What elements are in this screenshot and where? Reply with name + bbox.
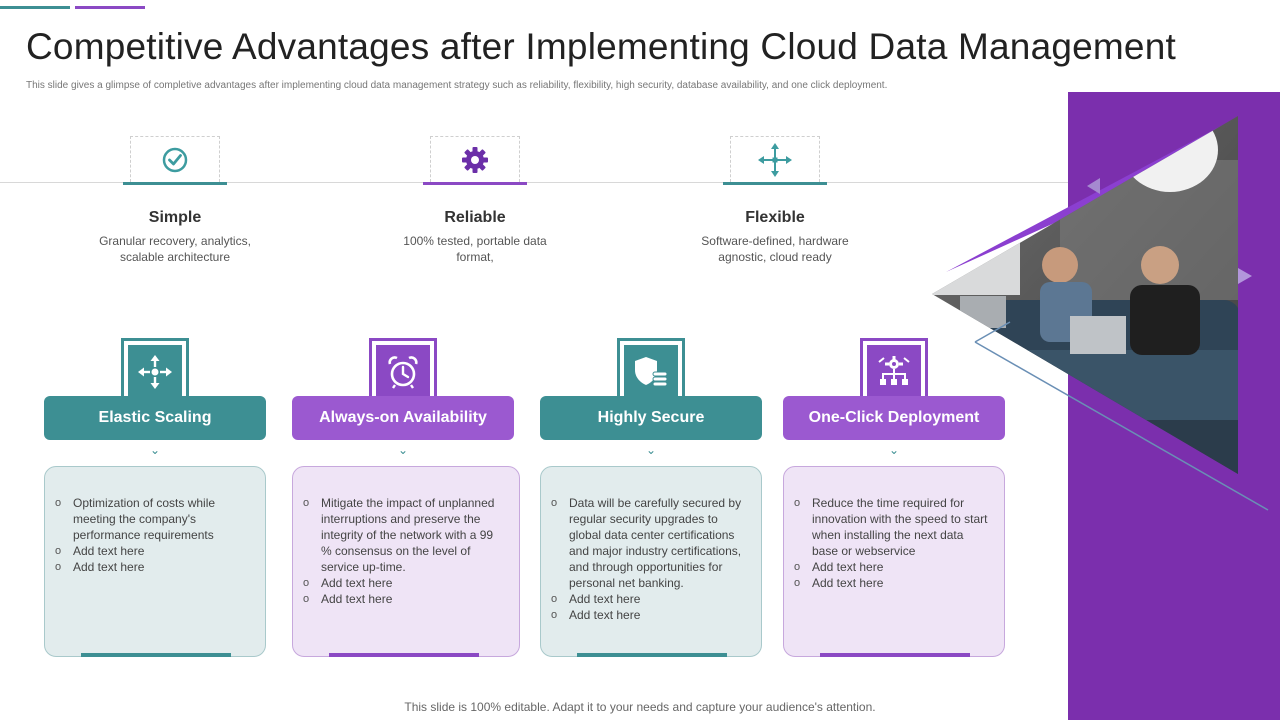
- accent-bar-purple: [75, 6, 145, 9]
- list-item: Data will be carefully secured by regula…: [551, 495, 747, 591]
- card-icon-frame: [617, 338, 685, 400]
- card-body: Mitigate the impact of unplanned interru…: [292, 466, 520, 657]
- card-title: Always-on Availability: [292, 396, 514, 440]
- network-gear-icon: [878, 356, 910, 385]
- shield-database-icon: [635, 357, 668, 387]
- feature-desc: Granular recovery, analytics, scalable a…: [99, 234, 251, 264]
- feature-icon-box: [130, 136, 220, 182]
- move-arrows-icon: [758, 142, 792, 177]
- chevron-down-icon: ⌄: [645, 443, 657, 457]
- card-always-on-availability: Always-on Availability ⌄ Mitigate the im…: [292, 338, 520, 657]
- card-bottom-bar: [820, 653, 970, 657]
- expand-arrows-icon: [138, 355, 172, 389]
- list-item: Add text here: [551, 591, 747, 607]
- list-item: Add text here: [794, 559, 990, 575]
- feature-name: Flexible: [745, 209, 805, 226]
- card-title: Highly Secure: [540, 396, 762, 440]
- chevron-down-icon: ⌄: [888, 443, 900, 457]
- feature-desc: 100% tested, portable data format,: [403, 234, 547, 264]
- feature-name: Simple: [148, 209, 202, 226]
- card-one-click-deployment: One-Click Deployment ⌄ Reduce the time r…: [783, 338, 1005, 657]
- section-divider: [0, 182, 1068, 183]
- feature-underline: [423, 182, 527, 185]
- gear-icon: [462, 146, 488, 173]
- accent-bar-teal: [0, 6, 70, 9]
- card-icon-frame: [121, 338, 189, 400]
- list-item: Reduce the time required for innovation …: [794, 495, 990, 559]
- check-circle-icon: [162, 147, 188, 172]
- card-bottom-bar: [577, 653, 727, 657]
- card-body: Data will be carefully secured by regula…: [540, 466, 762, 657]
- list-item: Add text here: [551, 607, 747, 623]
- card-title: Elastic Scaling: [44, 396, 266, 440]
- card-icon-frame: [860, 338, 928, 400]
- list-item: Mitigate the impact of unplanned interru…: [303, 495, 505, 575]
- card-body: Reduce the time required for innovation …: [783, 466, 1005, 657]
- card-icon-frame: [369, 338, 437, 400]
- feature-flexible: Flexible Software-defined, hardware agno…: [665, 136, 885, 265]
- card-bottom-bar: [329, 653, 479, 657]
- list-item: Add text here: [55, 559, 251, 575]
- page-subtitle: This slide gives a glimpse of completive…: [26, 80, 888, 91]
- purple-side-panel: [1068, 92, 1280, 720]
- feature-reliable: Reliable 100% tested, portable data form…: [365, 136, 585, 265]
- chevron-down-icon: ⌄: [397, 443, 409, 457]
- card-icon-bg: [128, 345, 182, 399]
- feature-icon-box: [430, 136, 520, 182]
- card-icon-bg: [624, 345, 678, 399]
- feature-icon-box: [730, 136, 820, 182]
- list-item: Add text here: [794, 575, 990, 591]
- card-icon-bg: [867, 345, 921, 399]
- card-elastic-scaling: Elastic Scaling ⌄ Optimization of costs …: [44, 338, 266, 657]
- footer-note: This slide is 100% editable. Adapt it to…: [404, 700, 876, 714]
- list-item: Add text here: [303, 591, 505, 607]
- feature-name: Reliable: [444, 209, 506, 226]
- feature-desc: Software-defined, hardware agnostic, clo…: [701, 234, 849, 264]
- feature-underline: [723, 182, 827, 185]
- card-highly-secure: Highly Secure ⌄ Data will be carefully s…: [540, 338, 762, 657]
- list-item: Add text here: [303, 575, 505, 591]
- card-title: One-Click Deployment: [783, 396, 1005, 440]
- card-bottom-bar: [81, 653, 231, 657]
- alarm-clock-icon: [388, 356, 418, 389]
- page-title: Competitive Advantages after Implementin…: [26, 26, 1176, 67]
- feature-simple: Simple Granular recovery, analytics, sca…: [65, 136, 285, 265]
- card-icon-bg: [376, 345, 430, 399]
- chevron-down-icon: ⌄: [149, 443, 161, 457]
- list-item: Add text here: [55, 543, 251, 559]
- card-body: Optimization of costs while meeting the …: [44, 466, 266, 657]
- feature-underline: [123, 182, 227, 185]
- list-item: Optimization of costs while meeting the …: [55, 495, 251, 543]
